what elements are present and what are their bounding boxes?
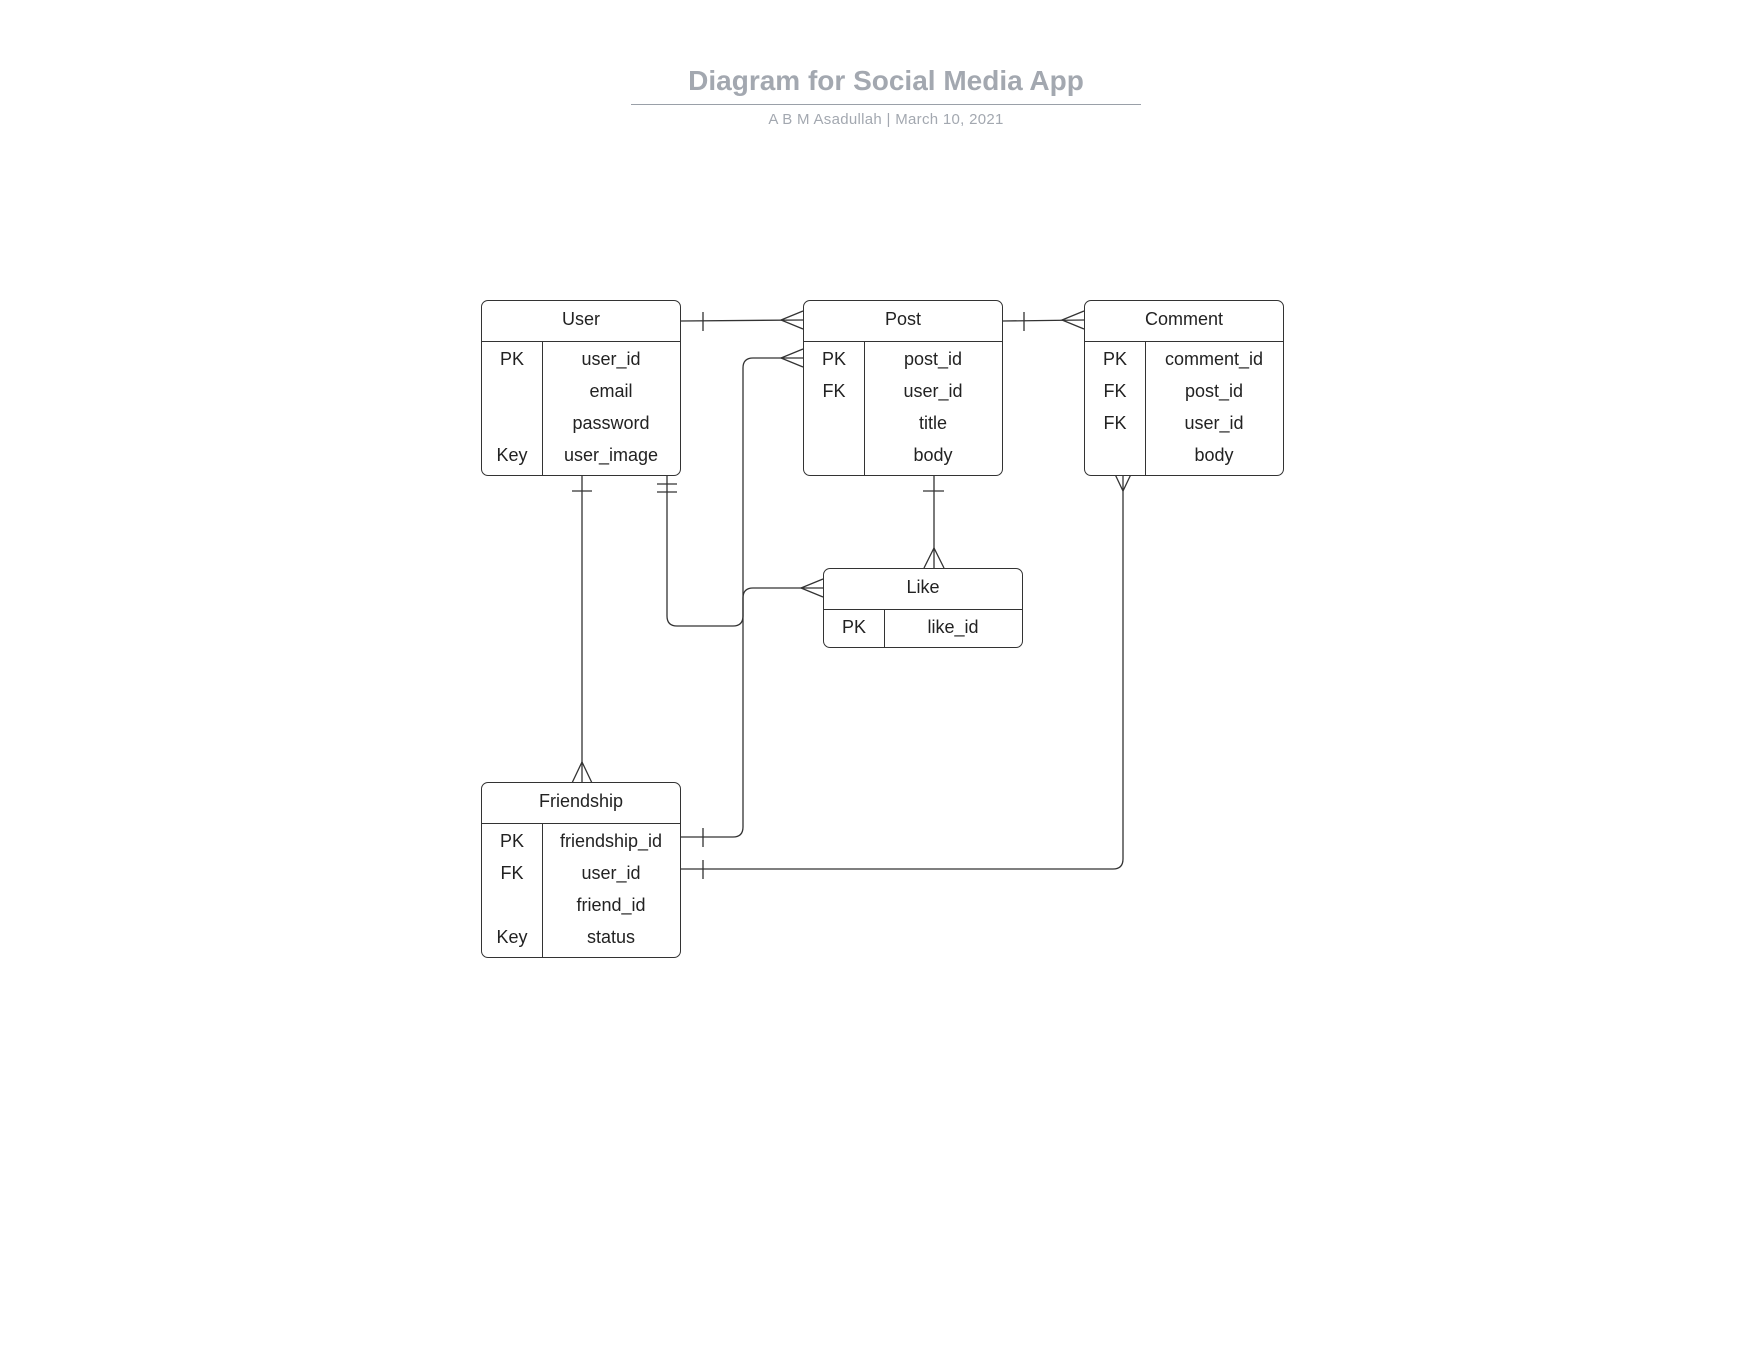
attribute-name: user_id bbox=[1184, 413, 1244, 433]
entity-user-title: User bbox=[482, 301, 680, 342]
attribute-name: user_id bbox=[581, 349, 641, 369]
relationship-user-friendship[interactable] bbox=[571, 470, 593, 784]
attribute-row: body bbox=[804, 439, 1002, 471]
page-subtitle: A B M Asadullah | March 10, 2021 bbox=[768, 111, 1004, 128]
key-label bbox=[804, 439, 864, 471]
attribute-name: like_id bbox=[927, 617, 979, 637]
attribute-name: comment_id bbox=[1164, 349, 1264, 369]
attribute-name: body bbox=[913, 445, 953, 465]
entity-post-title: Post bbox=[804, 301, 1002, 342]
relationship-post-comment[interactable] bbox=[1002, 310, 1085, 331]
key-label bbox=[482, 375, 542, 407]
entity-like-attributes: PK like_id bbox=[824, 610, 1022, 647]
attribute-row: PK post_id bbox=[804, 343, 1002, 375]
key-label bbox=[804, 407, 864, 439]
key-label: PK bbox=[841, 617, 866, 637]
attribute-name: password bbox=[572, 413, 650, 433]
attribute-row: FK user_id bbox=[482, 857, 680, 889]
relationship-post-like[interactable] bbox=[923, 470, 945, 569]
attribute-row: PK like_id bbox=[824, 611, 1022, 643]
attribute-name: friend_id bbox=[576, 895, 646, 915]
attribute-name: title bbox=[918, 413, 947, 433]
attribute-row: Key user_image bbox=[482, 439, 680, 471]
attribute-row: FK post_id bbox=[1085, 375, 1283, 407]
entity-friendship-attributes: PK friendship_id FK user_id friend_id Ke… bbox=[482, 824, 680, 957]
entity-user-attributes: PK user_id email password Key user_image bbox=[482, 342, 680, 475]
key-label: Key bbox=[496, 445, 528, 465]
key-label bbox=[1085, 439, 1145, 471]
attribute-row: FK user_id bbox=[804, 375, 1002, 407]
attribute-row: password bbox=[482, 407, 680, 439]
attribute-name: status bbox=[586, 927, 636, 947]
entity-comment-title: Comment bbox=[1085, 301, 1283, 342]
attribute-row: PK friendship_id bbox=[482, 825, 680, 857]
key-label: PK bbox=[499, 349, 524, 369]
attribute-row: Key status bbox=[482, 921, 680, 953]
attribute-row: title bbox=[804, 407, 1002, 439]
attribute-name: user_image bbox=[563, 445, 659, 465]
attribute-row: PK comment_id bbox=[1085, 343, 1283, 375]
entity-friendship[interactable]: Friendship PK friendship_id FK user_id f… bbox=[481, 782, 681, 958]
key-label: PK bbox=[821, 349, 846, 369]
attribute-name: body bbox=[1194, 445, 1234, 465]
entity-comment-attributes: PK comment_id FK post_id FK user_id body bbox=[1085, 342, 1283, 475]
attribute-name: user_id bbox=[581, 863, 641, 883]
attribute-name: post_id bbox=[1184, 381, 1244, 401]
key-label: FK bbox=[822, 381, 846, 401]
entity-user[interactable]: User PK user_id email password Key user_… bbox=[481, 300, 681, 476]
attribute-name: post_id bbox=[903, 349, 963, 369]
entity-comment[interactable]: Comment PK comment_id FK post_id FK user… bbox=[1084, 300, 1284, 476]
key-label: FK bbox=[1103, 413, 1127, 433]
entity-post-attributes: PK post_id FK user_id title body bbox=[804, 342, 1002, 475]
key-label bbox=[482, 889, 542, 921]
relationship-user-post[interactable] bbox=[680, 310, 804, 331]
attribute-row: FK user_id bbox=[1085, 407, 1283, 439]
key-label: Key bbox=[496, 927, 528, 947]
entity-post[interactable]: Post PK post_id FK user_id title body bbox=[803, 300, 1003, 476]
attribute-row: PK user_id bbox=[482, 343, 680, 375]
key-label: PK bbox=[1102, 349, 1127, 369]
attribute-name: email bbox=[589, 381, 633, 401]
entity-like-title: Like bbox=[824, 569, 1022, 610]
relationship-friendship-comment[interactable] bbox=[681, 469, 1134, 879]
entity-like[interactable]: Like PK like_id bbox=[823, 568, 1023, 648]
attribute-row: friend_id bbox=[482, 889, 680, 921]
key-label: FK bbox=[500, 863, 524, 883]
entity-friendship-title: Friendship bbox=[482, 783, 680, 824]
attribute-name: user_id bbox=[903, 381, 963, 401]
key-label: PK bbox=[499, 831, 524, 851]
attribute-row: body bbox=[1085, 439, 1283, 471]
relationship-user-like[interactable] bbox=[657, 470, 824, 627]
key-label bbox=[482, 407, 542, 439]
relationship-friendship-post[interactable] bbox=[681, 348, 804, 847]
page-title: Diagram for Social Media App bbox=[631, 62, 1141, 105]
attribute-name: friendship_id bbox=[559, 831, 663, 851]
diagram-header: Diagram for Social Media App A B M Asadu… bbox=[631, 62, 1141, 128]
key-label: FK bbox=[1103, 381, 1127, 401]
attribute-row: email bbox=[482, 375, 680, 407]
